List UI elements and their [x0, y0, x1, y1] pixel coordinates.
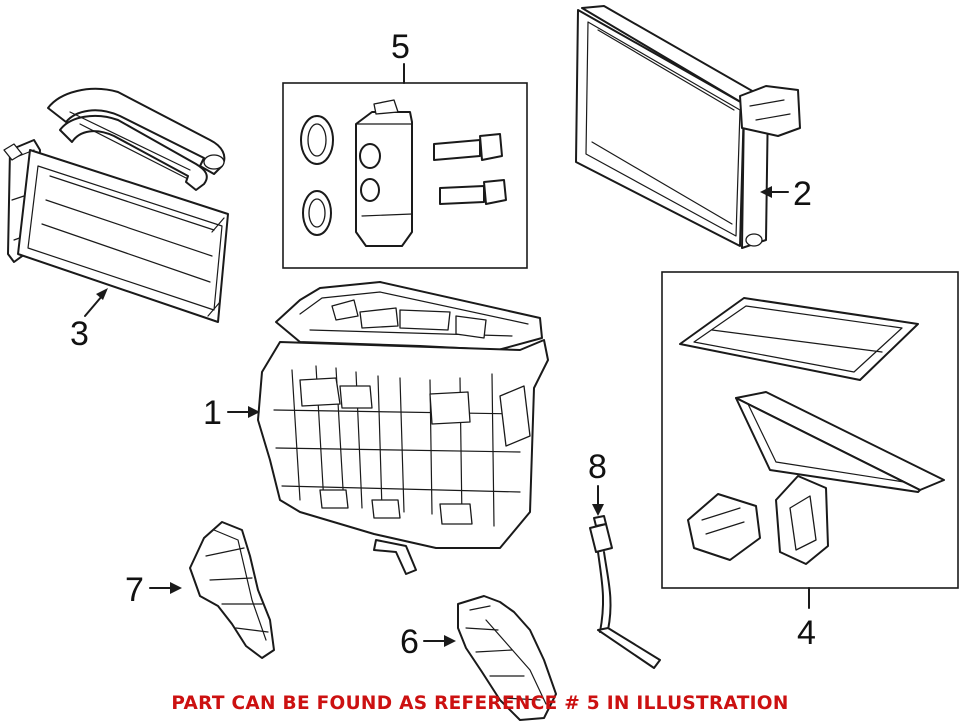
- callout-7: 7: [125, 571, 182, 609]
- filter-kit-part-4: [661, 271, 959, 589]
- expansion-valve-kit-part-5: [282, 82, 528, 269]
- svg-text:5: 5: [391, 28, 410, 66]
- sensor-part-8: [589, 515, 661, 669]
- callout-3: 3: [70, 288, 108, 353]
- svg-text:3: 3: [70, 315, 89, 353]
- duct-part-6: [457, 595, 557, 721]
- svg-text:1: 1: [203, 394, 222, 432]
- reference-note: PART CAN BE FOUND AS REFERENCE # 5 IN IL…: [171, 693, 789, 714]
- hvac-case-part-1: [257, 281, 549, 575]
- svg-text:4: 4: [797, 614, 816, 652]
- svg-text:2: 2: [793, 175, 812, 213]
- svg-text:7: 7: [125, 571, 144, 609]
- callout-8: 8: [588, 448, 607, 516]
- duct-part-7: [189, 521, 275, 659]
- evaporator-part-2: [575, 5, 801, 249]
- callout-2: 2: [760, 175, 812, 213]
- svg-text:6: 6: [400, 623, 419, 661]
- callout-5: 5: [391, 28, 410, 84]
- callout-6: 6: [400, 623, 456, 661]
- svg-text:8: 8: [588, 448, 607, 486]
- heater-core-part-3: [3, 87, 229, 323]
- callout-4: 4: [797, 587, 816, 652]
- callout-1: 1: [203, 394, 260, 432]
